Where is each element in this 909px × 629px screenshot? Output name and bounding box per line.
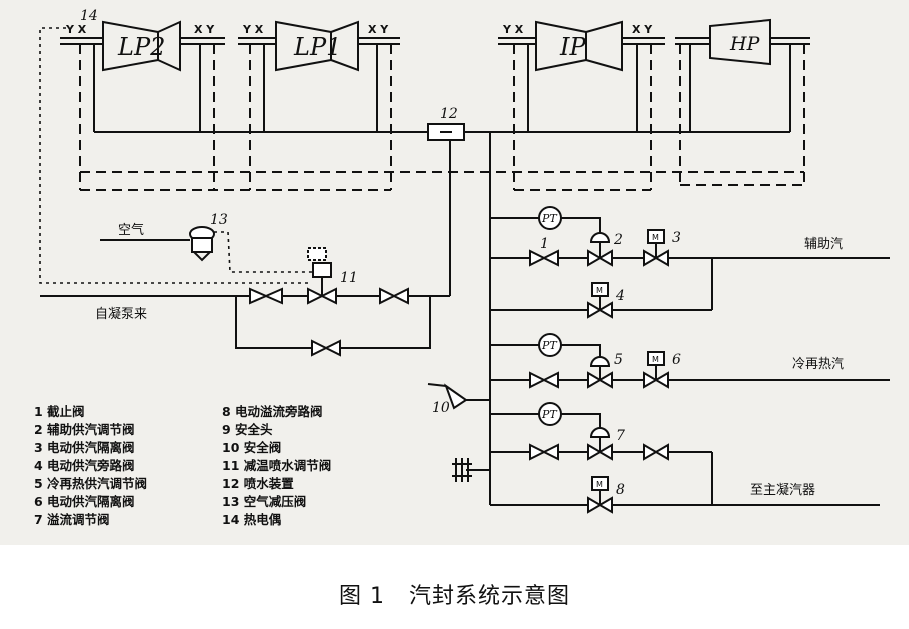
air-reducer-number: 13 [210, 212, 228, 228]
turbine-ip: IP Y X X Y [498, 20, 665, 72]
valve-6-number: 6 [672, 352, 681, 368]
cold-reheat-label: 冷再热汽 [792, 357, 844, 372]
overflow-group: PT 7 M 8 至主凝汽器 [490, 402, 880, 514]
seal-tag-left: Y X [502, 23, 524, 36]
safety-valve [427, 383, 490, 410]
desuperheat-valve-number: 11 [340, 270, 358, 286]
condensate-bypass-valve [311, 339, 341, 357]
turbine-lp2: LP2 Y X X Y [60, 20, 225, 72]
cold-reheat-group: PT 5 M 6 冷再热汽 [490, 333, 890, 389]
legend-item: 13 空气减压阀 [222, 494, 306, 509]
valve-8-number: 8 [616, 482, 625, 498]
seal-tag-right: X Y [368, 23, 389, 36]
desuperheat-valve [307, 247, 337, 305]
motor-label: M [652, 233, 659, 242]
valve-4-number: 4 [615, 288, 625, 304]
seal-tag-right: X Y [632, 23, 653, 36]
air-label: 空气 [118, 222, 144, 238]
pressure-transmitter-label: PT [541, 339, 558, 352]
legend-item: 12 喷水装置 [222, 476, 294, 491]
motor-label: M [596, 480, 603, 489]
turbine-label: IP [559, 33, 586, 61]
gland-seal-system-diagram: LP2 Y X X Y LP1 Y X X Y IP Y X X Y HP [34, 8, 890, 527]
figure-number: 图 1 [338, 584, 385, 609]
valve-7-number: 7 [616, 428, 625, 444]
condensate-valve-a [249, 287, 283, 305]
safety-head-icon [452, 458, 490, 482]
turbine-label: LP1 [293, 33, 341, 61]
pressure-transmitter-label: PT [541, 408, 558, 421]
turbine-lp1: LP1 Y X X Y [238, 20, 400, 72]
turbine-label: LP2 [117, 33, 165, 61]
figure-caption: 图 1 汽封系统示意图 [0, 578, 909, 610]
legend-item: 7 溢流调节阀 [34, 512, 110, 527]
legend: 1 截止阀 2 辅助供汽调节阀 3 电动供汽隔离阀 4 电动供汽旁路阀 5 冷再… [34, 404, 331, 527]
legend-item: 14 热电偶 [222, 512, 281, 527]
seal-pipes [79, 44, 805, 190]
air-reducer-icon [189, 226, 215, 262]
seal-tag-left: Y X [65, 23, 87, 36]
to-condenser-label: 至主凝汽器 [750, 482, 815, 498]
valve-1-number: 1 [540, 236, 549, 252]
legend-item: 3 电动供汽隔离阀 [34, 440, 135, 455]
legend-item: 10 安全阀 [222, 440, 281, 455]
legend-item: 2 辅助供汽调节阀 [34, 422, 135, 437]
valve-3-number: 3 [672, 230, 681, 246]
figure-title: 汽封系统示意图 [408, 584, 570, 609]
legend-item: 9 安全头 [222, 422, 273, 437]
spray-device-number: 12 [440, 106, 458, 122]
valve-5-number: 5 [614, 352, 623, 368]
scanned-figure [0, 0, 909, 545]
motor-label: M [596, 286, 603, 295]
turbine-hp: HP [675, 18, 810, 66]
legend-item: 11 减温喷水调节阀 [222, 458, 331, 473]
condensate-valve-b [379, 287, 409, 305]
legend-item: 5 冷再热供汽调节阀 [34, 476, 147, 491]
valve-2-number: 2 [613, 232, 623, 248]
legend-item: 6 电动供汽隔离阀 [34, 494, 135, 509]
pressure-transmitter-label: PT [541, 212, 558, 225]
seal-tag-right: X Y [194, 23, 215, 36]
legend-item: 4 电动供汽旁路阀 [34, 458, 135, 473]
aux-steam-group: PT 1 2 M 3 M 4 辅助汽 [490, 206, 890, 319]
condensate-label: 自凝泵来 [95, 306, 147, 322]
motor-label: M [652, 355, 659, 364]
aux-steam-label: 辅助汽 [804, 237, 843, 252]
thermocouple-number: 14 [80, 8, 98, 24]
safety-valve-number: 10 [432, 400, 450, 416]
seal-tag-left: Y X [242, 23, 264, 36]
turbine-label: HP [729, 33, 761, 55]
legend-item: 1 截止阀 [34, 404, 85, 419]
legend-item: 8 电动溢流旁路阀 [222, 404, 323, 419]
